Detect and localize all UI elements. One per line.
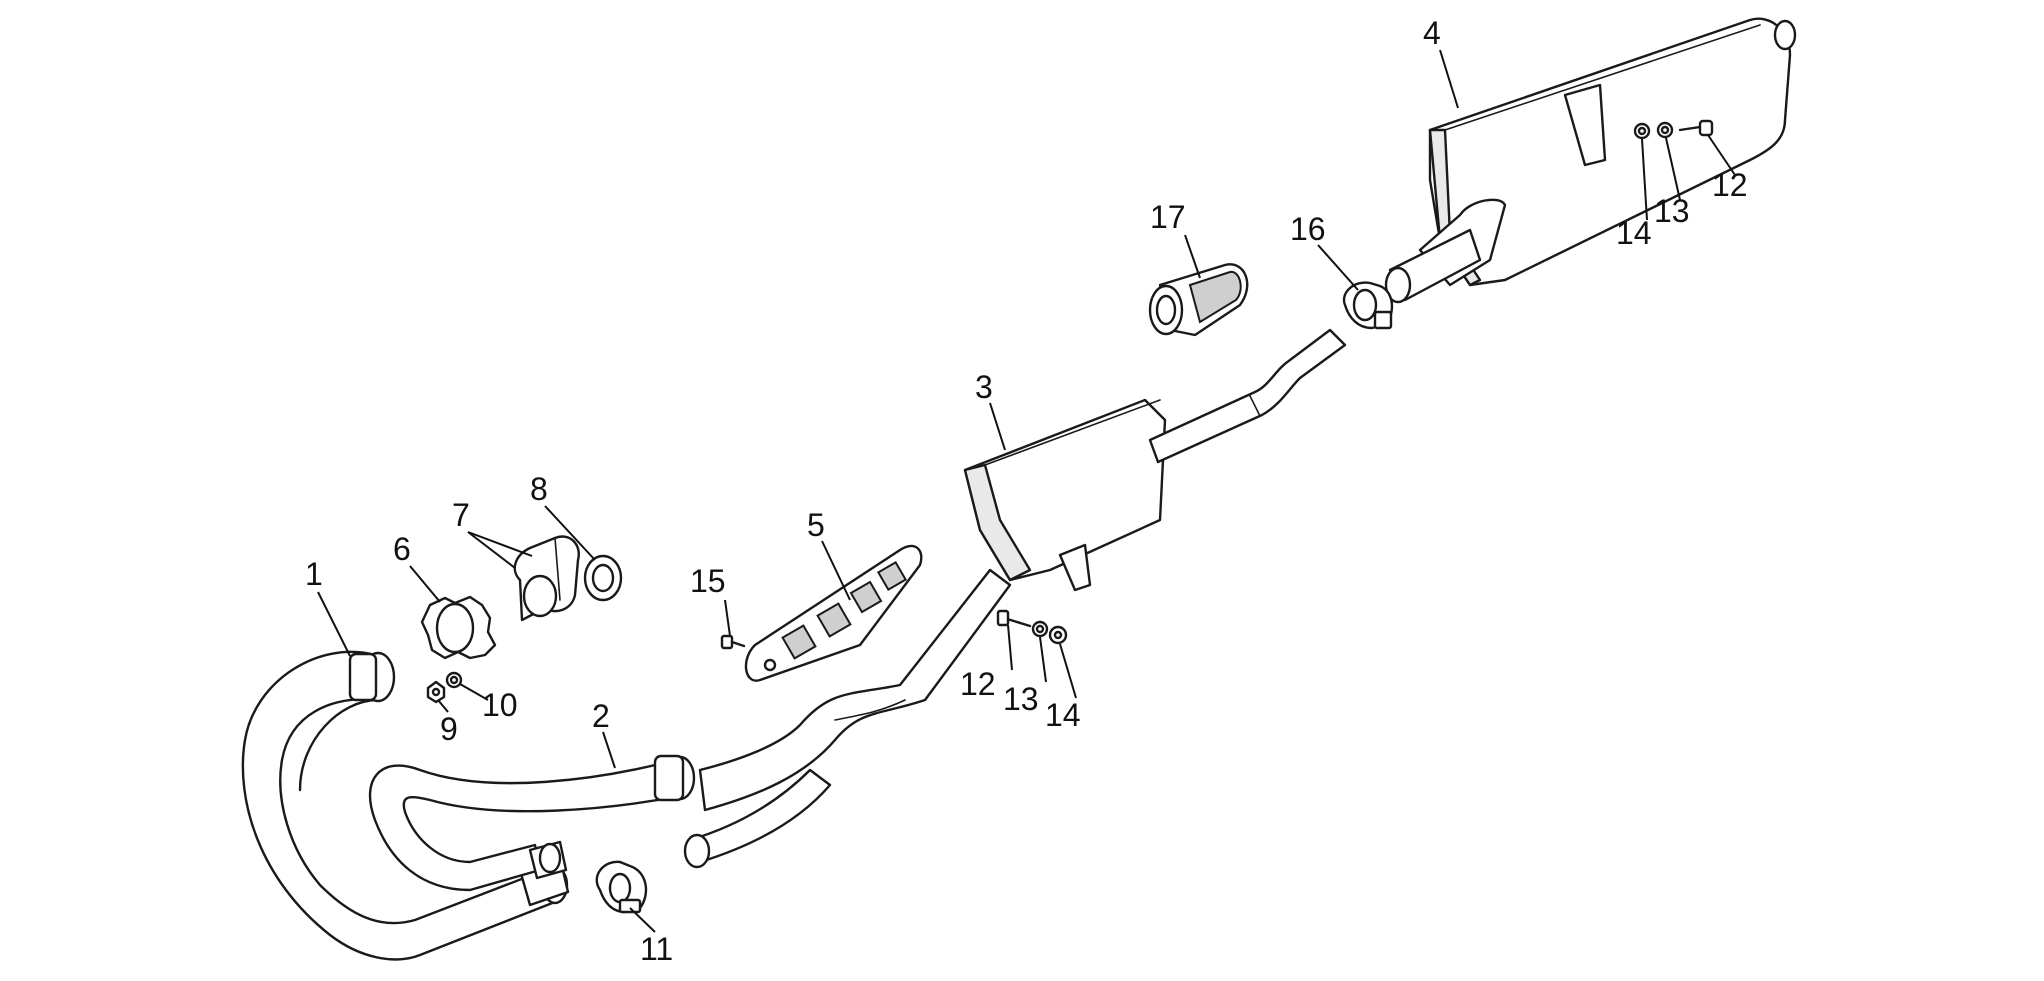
callout-7: 7	[452, 497, 470, 533]
callout-1: 1	[305, 556, 323, 592]
callout-13-left: 13	[1003, 681, 1039, 717]
part-15-screw	[720, 634, 746, 650]
part-7-half-rings	[513, 535, 580, 622]
part-12-bolt-right	[1678, 119, 1714, 137]
leader-lines	[317, 49, 1736, 933]
callout-8: 8	[530, 471, 548, 507]
part-4-rear-silencer	[1384, 17, 1797, 304]
part-17-tailpipe-insert	[1148, 263, 1249, 337]
callout-17: 17	[1150, 199, 1186, 235]
callout-2: 2	[592, 698, 610, 734]
part-12-bolt-left	[996, 609, 1032, 628]
collector-pipe	[683, 568, 1012, 869]
part-10-washer	[445, 671, 463, 689]
callout-5: 5	[807, 507, 825, 543]
callout-12-left: 12	[960, 666, 996, 702]
part-6-gasket	[420, 595, 497, 660]
callout-numbers: 1 2 3 4 5 6 7 8 9 10 11 12 13 14 15 16 1…	[305, 15, 1748, 967]
part-2-rear-header-pipe	[368, 754, 696, 892]
part-14-washer-left	[1048, 625, 1068, 645]
part-8-sealing-ring	[583, 554, 623, 602]
callout-9: 9	[440, 711, 458, 747]
part-13-washer-left	[1031, 620, 1049, 638]
callout-14-left: 14	[1045, 697, 1081, 733]
callout-4: 4	[1423, 15, 1441, 51]
part-13-washer-right	[1656, 121, 1674, 139]
callout-12-right: 12	[1712, 167, 1748, 203]
callout-14-right: 14	[1616, 215, 1652, 251]
part-5-heat-shield	[744, 544, 923, 682]
callout-11: 11	[640, 931, 673, 967]
callout-15: 15	[690, 563, 726, 599]
callout-13-right: 13	[1654, 193, 1690, 229]
callout-3: 3	[975, 369, 993, 405]
callout-6: 6	[393, 531, 411, 567]
part-11-clamp	[595, 860, 648, 914]
part-16-clamp	[1342, 281, 1394, 330]
part-9-nut	[426, 680, 446, 704]
callout-10: 10	[482, 687, 518, 723]
part-14-washer-right	[1633, 122, 1651, 140]
part-3-intermediate-silencer	[963, 328, 1347, 592]
callout-16: 16	[1290, 211, 1326, 247]
